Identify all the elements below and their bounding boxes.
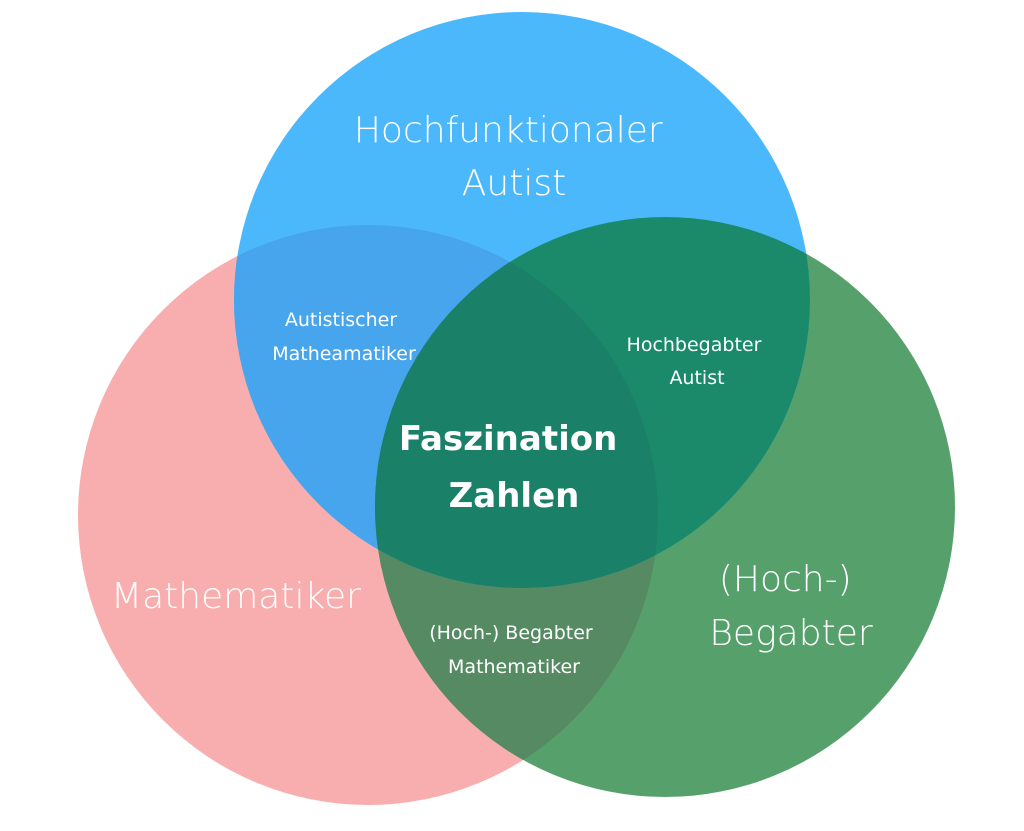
label-begabter-line1: (Hoch-) <box>719 559 852 600</box>
label-begabter-mathematiker-line1: (Hoch-) Begabter <box>429 622 593 644</box>
label-autist-begabter-line1: Hochbegabter <box>627 334 762 356</box>
label-autist-mathematiker: Autistischer Matheamatiker <box>272 309 416 365</box>
label-mathematiker-line1: Mathematiker <box>111 576 361 617</box>
label-autist-line2: Autist <box>462 163 566 204</box>
label-mathematiker: Mathematiker <box>111 576 361 617</box>
label-autist-begabter-line2: Autist <box>669 367 724 389</box>
label-autist: Hochfunktionaler Autist <box>354 110 674 204</box>
label-autist-mathematiker-line1: Autistischer <box>285 309 397 331</box>
overlap-center <box>375 225 658 588</box>
label-center-line1: Faszination <box>399 419 617 459</box>
label-center-line2: Zahlen <box>449 476 580 516</box>
label-begabter: (Hoch-) Begabter <box>709 559 873 654</box>
label-begabter-mathematiker: (Hoch-) Begabter Mathematiker <box>429 622 599 678</box>
label-begabter-mathematiker-line2: Mathematiker <box>448 656 580 678</box>
label-autist-mathematiker-line2: Matheamatiker <box>272 343 416 365</box>
label-center: Faszination Zahlen <box>399 419 629 516</box>
label-autist-line1: Hochfunktionaler <box>354 110 663 151</box>
label-begabter-line2: Begabter <box>709 613 873 654</box>
label-autist-begabter: Hochbegabter Autist <box>627 334 768 389</box>
